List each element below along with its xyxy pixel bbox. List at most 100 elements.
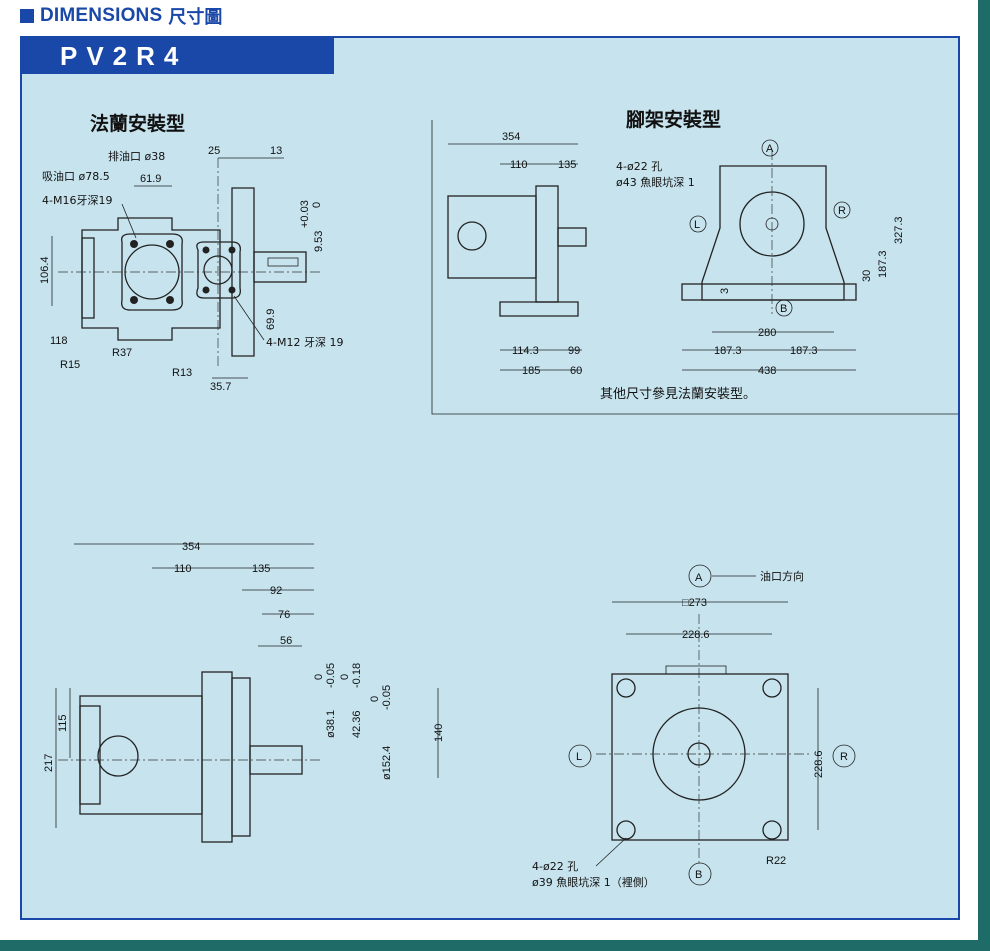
port-a-label: A — [766, 143, 774, 155]
front-port-r-label: R — [840, 751, 848, 763]
dim-99: 99 — [568, 345, 580, 357]
foot-counterbore-label: ø43 魚眼坑深 1 — [616, 175, 695, 189]
dim-110: 110 — [174, 563, 192, 575]
dim-354: 354 — [182, 541, 200, 553]
dim-60: 60 — [570, 365, 582, 377]
foot-view: 腳架安裝型 354 110 135 114.3 99 185 60 — [431, 108, 958, 415]
front-port-l-marker — [568, 744, 592, 768]
dim-106-4: 106.4 — [39, 256, 51, 284]
dim-135: 135 — [558, 159, 576, 171]
port-l-marker — [689, 215, 707, 233]
side-view: 354 110 135 92 76 56 217 115 140 0 -0.05… — [43, 541, 445, 843]
dim-76: 76 — [278, 609, 290, 621]
bolt-hole-icon — [166, 240, 174, 248]
dim-key-tol-upper: 0 — [339, 674, 351, 680]
label-inlet: 吸油口 ø78.5 — [42, 169, 110, 183]
dim-152-4: ø152.4 — [381, 746, 393, 780]
dim-118: 118 — [50, 335, 68, 347]
dim-shaft-tol-upper: 0 — [313, 674, 325, 680]
front-view: A 油口方向 □273 228.6 228.6 L R B R22 4-ø22 … — [532, 564, 856, 889]
dim-r22: R22 — [766, 855, 786, 867]
dim-69-9: 69.9 — [265, 309, 277, 330]
dim-187-3-a: 187.3 — [714, 345, 742, 357]
dim-187-3-b: 187.3 — [790, 345, 818, 357]
foot-view-frame — [431, 120, 958, 415]
dim-shaft-tol: -0.05 — [325, 663, 337, 688]
side-end-cap — [79, 705, 101, 805]
mount-hole-icon — [616, 678, 636, 698]
port-b-marker — [775, 299, 793, 317]
foot-side-body — [447, 195, 537, 279]
dim-r37: R37 — [112, 347, 132, 359]
mount-flange — [231, 187, 255, 357]
dim-280: 280 — [758, 327, 776, 339]
dim-42-36: 42.36 — [351, 710, 363, 738]
port-a-marker — [761, 139, 779, 157]
mount-hole-icon — [762, 678, 782, 698]
dim-114-3: 114.3 — [512, 345, 539, 357]
dim-25: 25 — [208, 145, 220, 157]
bolt-hole-icon — [166, 296, 174, 304]
dim-438: 438 — [758, 365, 776, 377]
foot-side-base — [499, 301, 579, 317]
flange-title: 法蘭安裝型 — [90, 112, 185, 135]
mount-hole-icon — [616, 820, 636, 840]
dim-228-6-v: 228.6 — [813, 750, 825, 778]
bolt-hole-icon — [202, 246, 210, 254]
flange-end-cap — [81, 237, 95, 319]
dim-327-3: 327.3 — [893, 216, 905, 244]
dim-3: 3 — [719, 288, 731, 294]
port-l-label: L — [694, 219, 700, 231]
dim-tol: +0.03 — [299, 200, 311, 228]
dim-r13: R13 — [172, 367, 192, 379]
dim-354: 354 — [502, 131, 520, 143]
foot-title: 腳架安裝型 — [626, 108, 721, 131]
dim-228-6-h: 228.6 — [682, 629, 710, 641]
dim-110: 110 — [510, 159, 528, 171]
front-port-l-label: L — [576, 751, 582, 763]
dim-pilot-tol-upper: 0 — [369, 696, 381, 702]
dim-38-1: ø38.1 — [325, 710, 337, 738]
foot-front-body — [701, 165, 845, 301]
foot-side-shaft — [557, 227, 587, 247]
header-square-icon — [20, 9, 34, 23]
dim-115: 115 — [57, 714, 69, 732]
header-title-zh: 尺寸圖 — [168, 7, 223, 28]
foot-note: 其他尺寸參見法蘭安裝型。 — [600, 386, 756, 402]
side-pilot — [231, 677, 251, 837]
port-b-label: B — [780, 303, 787, 315]
dim-pilot-tol: -0.05 — [381, 685, 393, 710]
dim-185: 185 — [522, 365, 540, 377]
port-r-label: R — [838, 205, 846, 217]
label-m16: 4-M16牙深19 — [42, 194, 112, 207]
dim-13: 13 — [270, 145, 282, 157]
dim-61-9: 61.9 — [140, 173, 161, 185]
dim-135: 135 — [252, 563, 270, 575]
outlet-flange — [196, 241, 241, 299]
bolt-hole-icon — [130, 240, 138, 248]
dim-187-3-v: 187.3 — [877, 250, 889, 278]
front-port-a-marker — [688, 564, 712, 588]
dim-9-53: 9.53 — [313, 231, 325, 252]
label-m12: 4-M12 牙深 19 — [266, 336, 343, 349]
label-outlet: 排油口 ø38 — [108, 149, 165, 163]
dim-140: 140 — [433, 724, 445, 742]
front-hole-label: 4-ø22 孔 — [532, 860, 578, 873]
front-top-boss — [665, 665, 727, 675]
mount-hole-icon — [762, 820, 782, 840]
dim-30: 30 — [861, 270, 873, 282]
header: DIMENSIONS 尺寸圖 — [20, 4, 222, 28]
model-tab: PV2R4 — [22, 38, 334, 74]
dim-key-tol: -0.18 — [351, 663, 363, 688]
foot-side-flange — [535, 185, 559, 303]
bolt-hole-icon — [202, 286, 210, 294]
port-r-marker — [833, 201, 851, 219]
bolt-hole-icon — [130, 296, 138, 304]
shaft-key — [267, 257, 299, 267]
front-port-direction: 油口方向 — [760, 569, 804, 583]
foot-hole-label: 4-ø22 孔 — [616, 160, 662, 173]
flange-view: 法蘭安裝型 — [39, 112, 343, 393]
dim-217: 217 — [43, 754, 55, 772]
side-inlet-port — [97, 735, 139, 777]
drawing-canvas: 法蘭安裝型 — [39, 108, 958, 889]
